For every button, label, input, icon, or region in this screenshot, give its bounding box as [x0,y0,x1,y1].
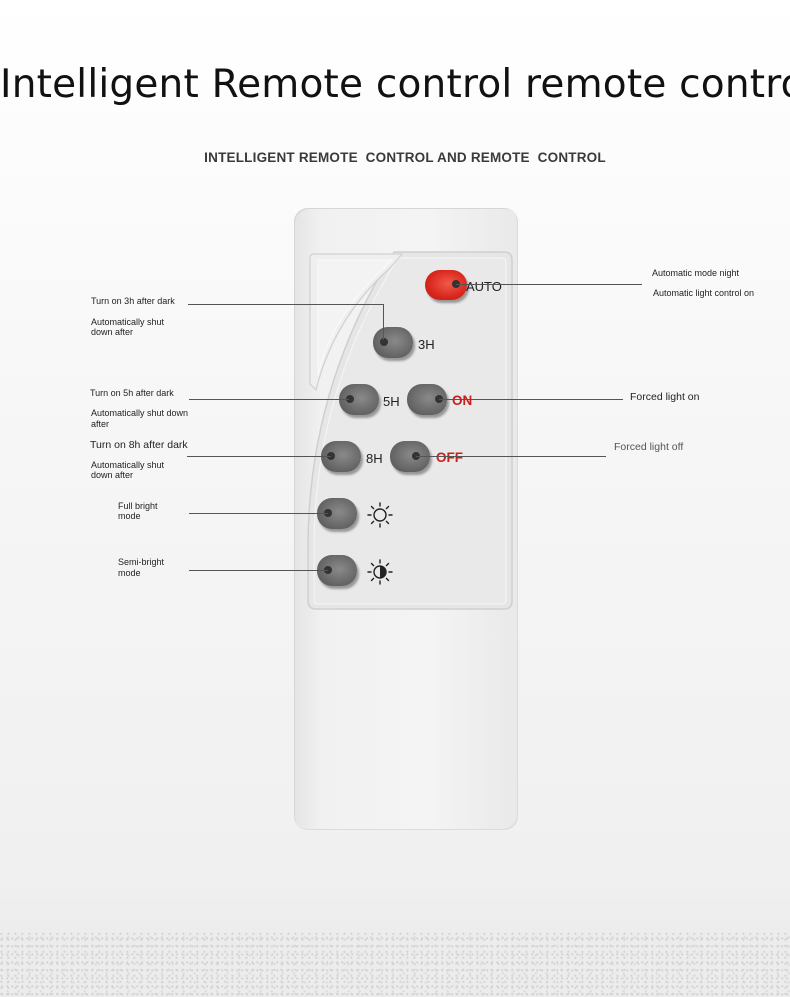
auto-callout-line [456,284,642,285]
page-subtitle: INTELLIGENT REMOTE CONTROL AND REMOTE CO… [204,150,606,165]
5h-callout-dot [346,395,354,403]
8h-callout-line [187,456,331,457]
auto-button[interactable] [425,270,467,300]
full-bright-callout-dot [324,509,332,517]
3h-callout-line-down [383,304,384,340]
semi-bright-callout-dot [324,566,332,574]
8h-button-label: 8H [366,451,383,466]
3h-annotation-line2: Automatically shut [91,317,165,327]
full-bright-callout-line [189,513,328,514]
remote-control [294,208,518,830]
off-annotation: Forced light off [614,441,684,453]
3h-annotation-line3: down after [91,327,134,337]
off-callout-line [416,456,606,457]
textured-floor [0,932,790,997]
3h-annotation-line1: Turn on 3h after dark [91,296,175,306]
sun-icon [367,502,393,528]
auto-button-label: AUTO [466,279,502,294]
full-bright-annotation-line2: mode [118,511,141,521]
on-annotation: Forced light on [630,391,700,403]
5h-annotation-line1: Turn on 5h after dark [90,388,174,398]
5h-callout-line [189,399,349,400]
full-bright-annotation-line1: Full bright [118,501,158,511]
8h-annotation-line1: Turn on 8h after dark [90,439,188,451]
8h-annotation-line2: Automatically shut [91,460,165,470]
remote-panel-graphic [307,251,513,610]
off-button-label: OFF [436,450,463,465]
on-button-label: ON [452,393,473,408]
half-sun-icon [367,559,393,585]
auto-annotation-line1: Automatic mode night [652,268,740,278]
semi-bright-annotation-line1: Semi-bright [118,557,165,567]
8h-annotation-line3: down after [91,470,134,480]
on-callout-line [439,399,623,400]
auto-annotation-line2: Automatic light control on [653,288,755,298]
page-title: Intelligent Remote control remote contro… [0,62,790,107]
5h-button-label: 5H [383,394,400,409]
3h-callout-line [188,304,384,305]
3h-button-label: 3H [418,337,435,352]
3h-callout-dot [380,338,388,346]
3h-button[interactable] [373,327,413,358]
8h-callout-dot [327,452,335,460]
semi-bright-annotation-line2: mode [118,568,141,578]
semi-bright-callout-line [189,570,328,571]
5h-annotation-line3: after [91,419,110,429]
5h-annotation-line2: Automatically shut down [91,408,189,418]
